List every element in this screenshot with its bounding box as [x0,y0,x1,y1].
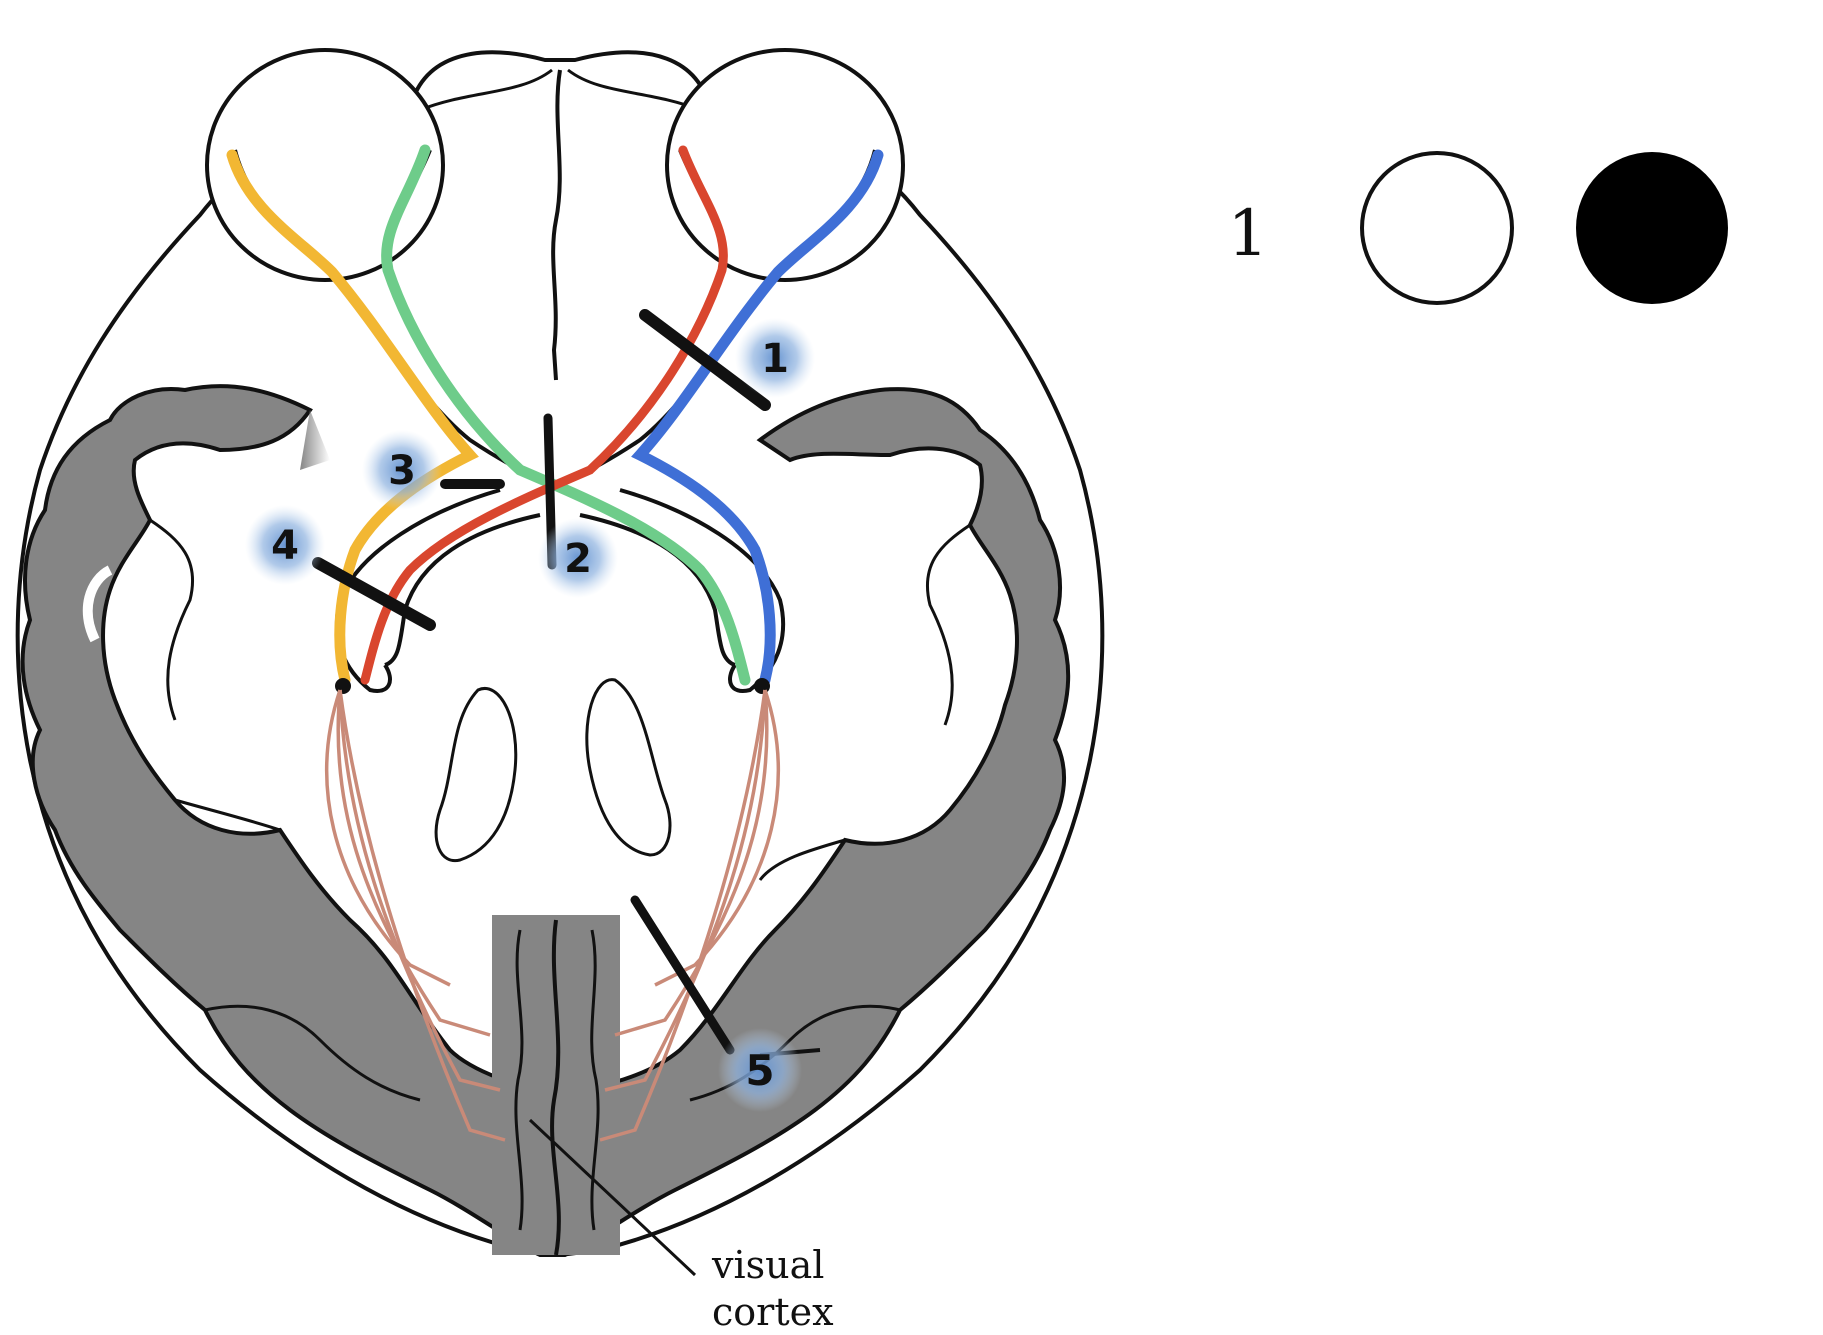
svg-text:visual: visual [711,1243,824,1287]
lesion-marker-1: 1 [735,318,815,398]
svg-text:1: 1 [761,336,789,382]
left-eye-visual-field [1360,151,1514,305]
lesion-marker-4: 4 [245,505,325,585]
field-row-label: 1 [1228,197,1269,271]
lesion-cut-4 [312,557,436,631]
svg-text:cortex: cortex [712,1290,834,1334]
cortex-left [20,384,562,1257]
visual-field-panel: 1 [1228,151,1728,305]
lesion-cut-1 [639,309,771,411]
lesion-marker-3: 3 [362,430,442,510]
left-eyeball [205,48,445,282]
visual-cortex-label: visual cortex [528,1118,834,1334]
fiber-green [381,144,751,686]
svg-text:5: 5 [745,1046,774,1095]
occipital-visual-cortex [492,915,620,1256]
svg-text:3: 3 [388,448,416,494]
lesion-cut-5 [630,895,735,1055]
optic-radiations [325,689,780,1142]
svg-text:2: 2 [564,536,592,582]
right-lgn [754,678,770,694]
lateral-ventricles [434,678,672,863]
left-lgn [335,678,351,694]
fiber-blue [631,149,884,686]
right-eye-visual-field [1576,152,1728,304]
lesion-marker-5: 5 [718,1028,802,1112]
fiber-red [360,145,728,685]
svg-text:4: 4 [271,523,299,569]
right-eyeball [665,48,905,282]
lesion-marker-2: 2 [538,518,618,598]
